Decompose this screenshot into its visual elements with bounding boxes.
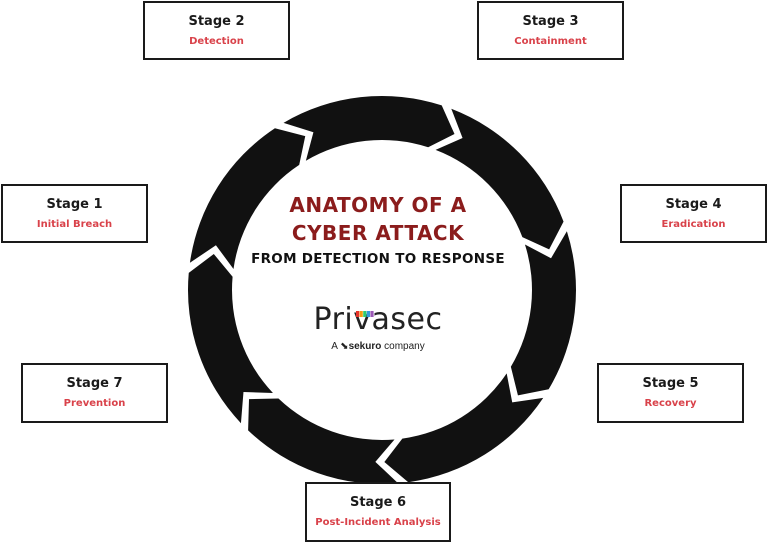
stage-4-label: Eradication <box>661 219 726 230</box>
logo-accent-icon <box>356 311 374 317</box>
stage-1-label: Initial Breach <box>36 219 113 230</box>
cycle-arrow-segment <box>510 231 577 396</box>
stage-3-title: Stage 3 <box>522 14 579 29</box>
stage-1-box: Stage 1 Initial Breach <box>1 184 148 243</box>
logo-accent-stripe <box>370 311 374 317</box>
stage-4-title: Stage 4 <box>665 197 722 212</box>
stage-5-label: Recovery <box>644 398 697 409</box>
stage-2-box: Stage 2 Detection <box>143 1 290 60</box>
stage-4-box: Stage 4 Eradication <box>620 184 767 243</box>
logo-tagline: A ⬊sekuro company <box>298 341 458 352</box>
stage-6-title: Stage 6 <box>349 495 407 510</box>
stage-2-title: Stage 2 <box>188 14 245 29</box>
stage-7-title: Stage 7 <box>66 376 123 391</box>
cycle-arrow-segment <box>187 254 273 424</box>
title-line-2: CYBER ATTACK <box>291 221 465 245</box>
stage-5-title: Stage 5 <box>642 376 699 391</box>
privasec-logo: Privasec <box>313 302 443 337</box>
sekuro-mark-icon: ⬊ <box>340 341 349 352</box>
tagline-brand: sekuro <box>348 341 382 352</box>
tagline-prefix: A <box>331 341 338 352</box>
stage-2-label: Detection <box>189 36 244 47</box>
stage-7-label: Prevention <box>63 398 126 409</box>
stage-6-box: Stage 6 Post-Incident Analysis <box>305 482 451 542</box>
logo-accent-stripe <box>356 311 360 317</box>
stage-3-box: Stage 3 Containment <box>477 1 624 60</box>
cycle-arrow-segment <box>248 398 399 484</box>
logo-accent-stripe <box>359 311 363 317</box>
cycle-arrow-segment <box>283 95 455 161</box>
logo-accent-stripe <box>366 311 370 317</box>
stage-3-label: Containment <box>514 36 587 47</box>
stage-6-label: Post-Incident Analysis <box>315 517 441 528</box>
subtitle: FROM DETECTION TO RESPONSE <box>251 251 505 267</box>
stage-7-box: Stage 7 Prevention <box>21 363 168 423</box>
logo-accent-stripe <box>363 311 367 317</box>
stage-5-box: Stage 5 Recovery <box>597 363 744 423</box>
title-line-1: ANATOMY OF A <box>289 193 467 217</box>
cycle-arrow-segment <box>384 373 544 483</box>
cycle-arrow-segment <box>435 108 564 250</box>
stage-1-title: Stage 1 <box>46 197 103 212</box>
tagline-suffix: company <box>384 341 425 352</box>
cycle-arrow-segment <box>189 128 306 269</box>
